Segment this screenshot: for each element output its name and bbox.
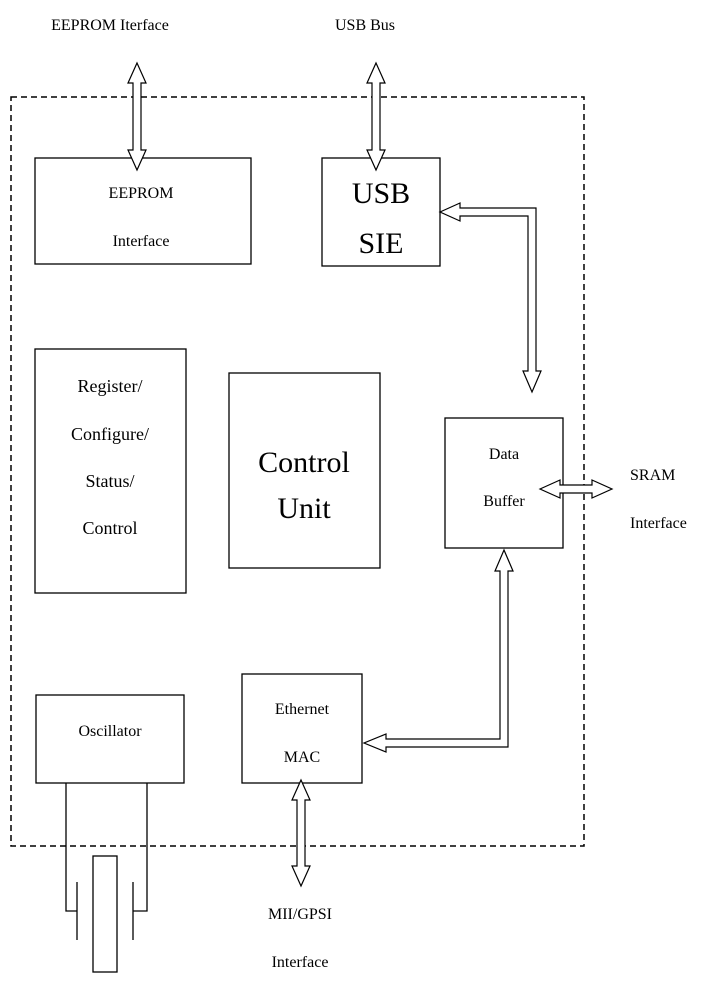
mii-gpsi-label: MII/GPSI (268, 906, 332, 923)
crystal-body (92, 855, 118, 973)
data-buffer-label-2: Buffer (483, 493, 525, 510)
ethernet-mac-block: Ethernet MAC (241, 673, 363, 784)
mii-bus-arrow (291, 778, 311, 888)
data-buffer-block: Data Buffer (444, 417, 564, 549)
sram-bus-arrow (538, 479, 614, 499)
oscillator-block: Oscillator (35, 694, 185, 784)
usb-sie-label-1: USB (352, 177, 410, 210)
control-unit-label-1: Control (258, 446, 350, 479)
data-buffer-to-mac-arrow (362, 548, 514, 753)
usb-bus-label: USB Bus (335, 17, 395, 34)
control-unit-label-2: Unit (277, 492, 331, 525)
usb-sie-block: USB SIE (321, 157, 441, 267)
ethernet-mac-label-1: Ethernet (275, 701, 330, 718)
usb-bus-arrow (366, 61, 386, 172)
register-label-4: Control (82, 518, 137, 538)
control-unit-block: Control Unit (228, 372, 381, 569)
register-block: Register/ Configure/ Status/ Control (34, 348, 187, 594)
usb-sie-to-data-buffer-arrow (438, 202, 542, 394)
eeprom-interface-block: EEPROM Interface (34, 157, 252, 265)
mii-interface-label: Interface (272, 954, 329, 971)
eeprom-block-label-2: Interface (113, 233, 170, 250)
register-label-2: Configure/ (71, 424, 149, 444)
eeprom-block-label-1: EEPROM (109, 185, 174, 202)
sram-interface-label: Interface (630, 515, 687, 532)
register-label-3: Status/ (85, 471, 134, 491)
crystal-lead-right (133, 783, 148, 912)
oscillator-label: Oscillator (78, 723, 142, 740)
ethernet-mac-label-2: MAC (284, 749, 320, 766)
eeprom-bus-arrow (127, 61, 147, 172)
crystal-lead-left (65, 783, 77, 912)
usb-sie-label-2: SIE (359, 227, 404, 260)
eeprom-external-label: EEPROM Iterface (51, 17, 169, 34)
data-buffer-label-1: Data (489, 446, 519, 463)
register-label-1: Register/ (78, 376, 143, 396)
sram-label: SRAM (630, 467, 675, 484)
crystal (65, 783, 148, 973)
